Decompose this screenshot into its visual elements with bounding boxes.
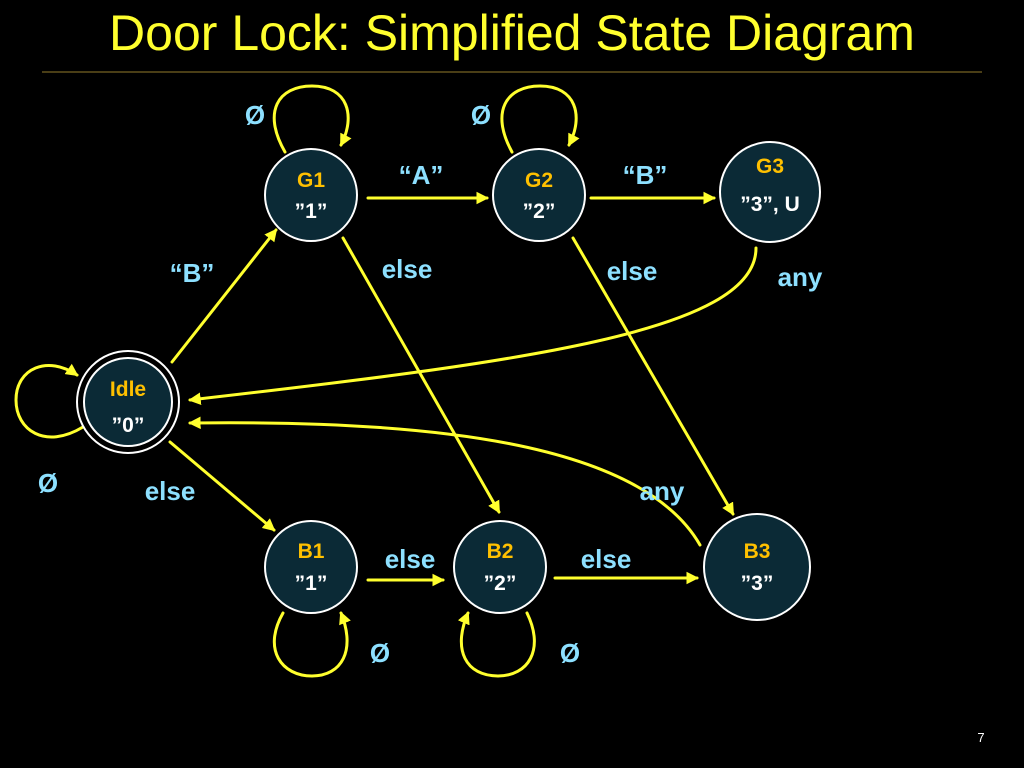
arrow-b1-self	[272, 611, 351, 678]
state-g3: G3 ”3”, U	[719, 141, 821, 243]
state-g3-name: G3	[756, 155, 784, 178]
label-g1-to-b2: else	[382, 254, 433, 284]
state-b3: B3 ”3”	[703, 513, 811, 621]
arrow-g1-self	[272, 84, 352, 154]
label-idle-to-b1: else	[145, 476, 196, 506]
state-idle-name: Idle	[110, 378, 146, 401]
label-g3-to-idle: any	[778, 262, 823, 292]
state-g2-output: ”2”	[523, 200, 556, 223]
label-idle-to-g1: “B”	[170, 258, 215, 288]
slide-title: Door Lock: Simplified State Diagram	[109, 5, 915, 61]
state-g3-output: ”3”, U	[740, 193, 800, 216]
page-number: 7	[977, 730, 985, 745]
state-g2-name: G2	[525, 169, 553, 192]
label-b1-self: Ø	[370, 638, 390, 668]
label-g1-to-g2: “A”	[399, 160, 444, 190]
label-g1-self: Ø	[245, 100, 265, 130]
state-idle: Idle ”0”	[76, 350, 180, 454]
label-idle-self: Ø	[38, 468, 58, 498]
arrow-g2-to-b3	[571, 236, 735, 516]
state-b2-name: B2	[487, 540, 514, 563]
state-b3-name: B3	[744, 540, 771, 563]
arrow-b2-self	[457, 611, 536, 678]
arrow-idle-self	[14, 363, 85, 439]
label-b3-to-idle: any	[640, 476, 685, 506]
state-b1-output: ”1”	[295, 572, 328, 595]
arrow-g2-self	[500, 84, 580, 154]
state-b1-name: B1	[298, 540, 325, 563]
arrow-g3-to-idle	[188, 246, 758, 406]
state-g1: G1 ”1”	[264, 148, 358, 242]
state-g1-output: ”1”	[295, 200, 328, 223]
title-divider	[42, 71, 982, 73]
arrow-b3-to-idle	[188, 416, 702, 547]
state-g1-name: G1	[297, 169, 325, 192]
label-g2-self: Ø	[471, 100, 491, 130]
state-b2: B2 ”2”	[453, 520, 547, 614]
state-b1: B1 ”1”	[264, 520, 358, 614]
state-b2-output: ”2”	[484, 572, 517, 595]
label-g2-to-g3: “B”	[623, 160, 668, 190]
arrow-idle-to-b1	[168, 440, 276, 532]
label-g2-to-b3: else	[607, 256, 658, 286]
state-g2: G2 ”2”	[492, 148, 586, 242]
label-b1-to-b2: else	[385, 544, 436, 574]
state-b3-output: ”3”	[741, 572, 774, 595]
arrow-g1-to-b2	[341, 236, 501, 514]
state-idle-output: ”0”	[112, 414, 145, 437]
label-b2-to-b3: else	[581, 544, 632, 574]
label-b2-self: Ø	[560, 638, 580, 668]
arrow-idle-to-g1	[170, 228, 278, 364]
